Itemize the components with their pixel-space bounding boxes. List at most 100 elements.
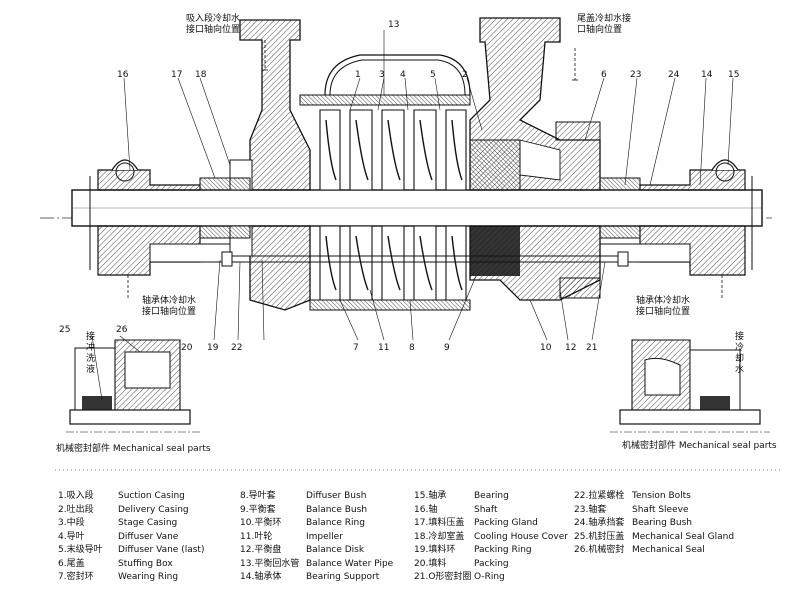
seal-caption-right: 机械密封部件 Mechanical seal parts: [622, 441, 777, 451]
legend-chinese-name: 16.轴: [414, 504, 438, 515]
legend-english-name: Mechanical Seal: [632, 545, 705, 555]
part-number: 14: [701, 70, 713, 80]
legend-item: 8.导叶套 Diffuser Bush: [240, 490, 366, 504]
legend-item: 9.平衡套 Balance Bush: [240, 504, 367, 518]
part-number: 12: [565, 343, 577, 353]
cooling-pipe-indicators: [127, 40, 723, 300]
legend-chinese-name: 26.机械密封: [574, 545, 625, 555]
part-number: 11: [378, 343, 390, 353]
legend-english-name: Diffuser Bush: [306, 491, 367, 501]
legend-english-name: Shaft: [474, 504, 498, 515]
tension-bolts: [221, 251, 629, 267]
cooling-water-callout: 接冷却水: [735, 332, 745, 375]
legend-english-name: Shaft Sleeve: [632, 504, 689, 515]
legend-english-name: Diffuser Vane (last): [118, 545, 205, 555]
legend-english-name: Packing Gland: [474, 518, 538, 528]
shaft: [71, 189, 763, 227]
part-number: 8: [409, 343, 415, 353]
part-number: 10: [540, 343, 552, 353]
part-number: 4: [400, 70, 406, 80]
legend-chinese-name: 7.密封环: [58, 572, 94, 582]
legend-english-name: Packing: [474, 558, 509, 569]
flush-liquid-callout: 接冲洗液: [86, 332, 96, 375]
legend-item: 13.平衡回水管 Balance Water Pipe: [240, 558, 393, 572]
legend-english-name: Stuffing Box: [118, 558, 173, 569]
legend-english-name: Mechanical Seal Gland: [632, 531, 735, 542]
legend-chinese-name: 17.填料压盖: [414, 518, 465, 528]
legend-chinese-name: 8.导叶套: [240, 491, 276, 501]
stage-casing-outer: [299, 54, 471, 311]
legend-english-name: Balance Bush: [306, 504, 368, 515]
legend-column-3: 15.轴承 Bearing 16.轴 Shaft 17.填料压盖 Packing Glan…: [414, 490, 568, 585]
legend-chinese-name: 9.平衡套: [240, 504, 276, 515]
legend-chinese-name: 18.冷却室盖: [414, 531, 465, 542]
suction-casing: [229, 19, 311, 311]
legend-chinese-name: 21.O形密封圈: [414, 572, 472, 582]
bearing-cooling-callout-right: 轴承体冷却水 接口轴向位置: [636, 296, 691, 317]
legend-chinese-name: 15.轴承: [414, 491, 447, 501]
legend-chinese-name: 4.导叶: [58, 531, 85, 542]
part-number: 16: [117, 70, 129, 80]
part-number: 1: [355, 70, 361, 80]
legend-english-name: Wearing Ring: [118, 572, 179, 582]
legend-chinese-name: 24.轴承挡套: [574, 518, 625, 528]
part-number: 3: [379, 70, 385, 80]
legend-chinese-name: 11.叶轮: [240, 531, 273, 542]
legend-english-name: Delivery Casing: [118, 504, 189, 515]
impeller-stages: [319, 109, 521, 301]
legend-chinese-name: 1.吸入段: [58, 491, 94, 501]
part-number: 20: [181, 343, 193, 353]
part-number: 26: [116, 325, 128, 335]
legend-english-name: Tension Bolts: [632, 491, 691, 501]
legend-english-name: Suction Casing: [118, 491, 185, 501]
legend-item: 12.平衡盘 Balance Disk: [240, 544, 364, 558]
legend-chinese-name: 3.中段: [58, 518, 85, 528]
legend-item: 10.平衡环 Balance Ring: [240, 517, 365, 531]
legend-english-name: Balance Water Pipe: [306, 558, 394, 569]
legend-item: 26.机械密封 Mechanical Seal: [574, 544, 705, 558]
legend-chinese-name: 10.平衡环: [240, 518, 282, 528]
seal-caption-left: 机械密封部件 Mechanical seal parts: [56, 444, 211, 454]
legend-english-name: Balance Disk: [306, 545, 365, 555]
legend-english-name: Impeller: [306, 531, 343, 542]
part-number: 5: [430, 70, 436, 80]
part-number: 2: [462, 70, 468, 80]
legend-item: 19.填料环 Packing Ring: [414, 544, 532, 558]
legend-english-name: Packing Ring: [474, 545, 532, 555]
legend-item: 15.轴承 Bearing: [414, 490, 509, 504]
legend-chinese-name: 12.平衡盘: [240, 545, 282, 555]
legend-item: 2.吐出段 Delivery Casing: [58, 504, 189, 518]
legend-english-name: O-Ring: [474, 572, 505, 582]
part-number: 18: [195, 70, 207, 80]
legend-item: 17.填料压盖 Packing Gland: [414, 517, 538, 531]
legend-chinese-name: 22.拉紧螺栓: [574, 491, 625, 501]
part-number: 22: [231, 343, 243, 353]
tail-cooling-callout: 尾盖冷却水接 口轴向位置: [577, 14, 632, 35]
legend-chinese-name: 19.填料环: [414, 545, 456, 555]
legend-chinese-name: 13.平衡回水管: [240, 558, 300, 569]
legend-chinese-name: 2.吐出段: [58, 504, 94, 515]
part-number: 24: [668, 70, 680, 80]
legend-english-name: Bearing Bush: [632, 518, 692, 528]
leader-lines: [123, 30, 734, 341]
legend-item: 7.密封环 Wearing Ring: [58, 571, 178, 585]
legend-english-name: Bearing: [474, 491, 509, 501]
legend-item: 24.轴承挡套 Bearing Bush: [574, 517, 692, 531]
part-number: 13: [388, 20, 400, 30]
suction-cooling-callout: 吸入段冷却水 接口轴向位置: [186, 14, 241, 35]
part-number: 21: [586, 343, 598, 353]
legend-item: 16.轴 Shaft: [414, 504, 497, 518]
parts-legend: 1.吸入段 Suction Casing 2.吐出段 Delivery Casing 3…: [58, 490, 778, 590]
legend-english-name: Balance Ring: [306, 518, 365, 528]
bearing-cooling-callout-left: 轴承体冷却水 接口轴向位置: [142, 296, 197, 317]
